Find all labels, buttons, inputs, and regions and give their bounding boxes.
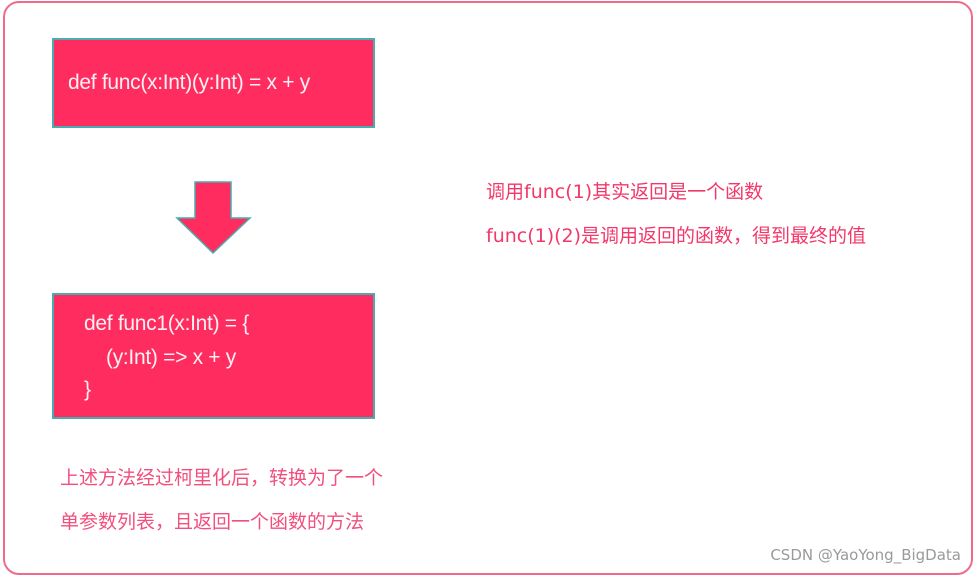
equivalent-function-line-3: }: [84, 378, 91, 401]
equivalent-function-line-1: def func1(x:Int) = {: [84, 312, 250, 335]
curried-function-code: def func(x:Int)(y:Int) = x + y: [68, 71, 310, 94]
outer-frame: [3, 1, 973, 575]
note-currying-explanation-2: 单参数列表，且返回一个函数的方法: [60, 511, 365, 533]
note-call-returns-function: 调用func(1)其实返回是一个函数: [486, 181, 764, 203]
curried-function-box: def func(x:Int)(y:Int) = x + y: [52, 38, 375, 128]
watermark: CSDN @YaoYong_BigData: [770, 546, 961, 564]
equivalent-function-box: def func1(x:Int) = { (y:Int) => x + y }: [52, 293, 375, 419]
arrow-down-icon: [175, 181, 252, 255]
equivalent-function-line-2: (y:Int) => x + y: [106, 346, 236, 369]
note-call-returned-function: func(1)(2)是调用返回的函数，得到最终的值: [486, 225, 867, 247]
note-currying-explanation-1: 上述方法经过柯里化后，转换为了一个: [60, 467, 384, 489]
